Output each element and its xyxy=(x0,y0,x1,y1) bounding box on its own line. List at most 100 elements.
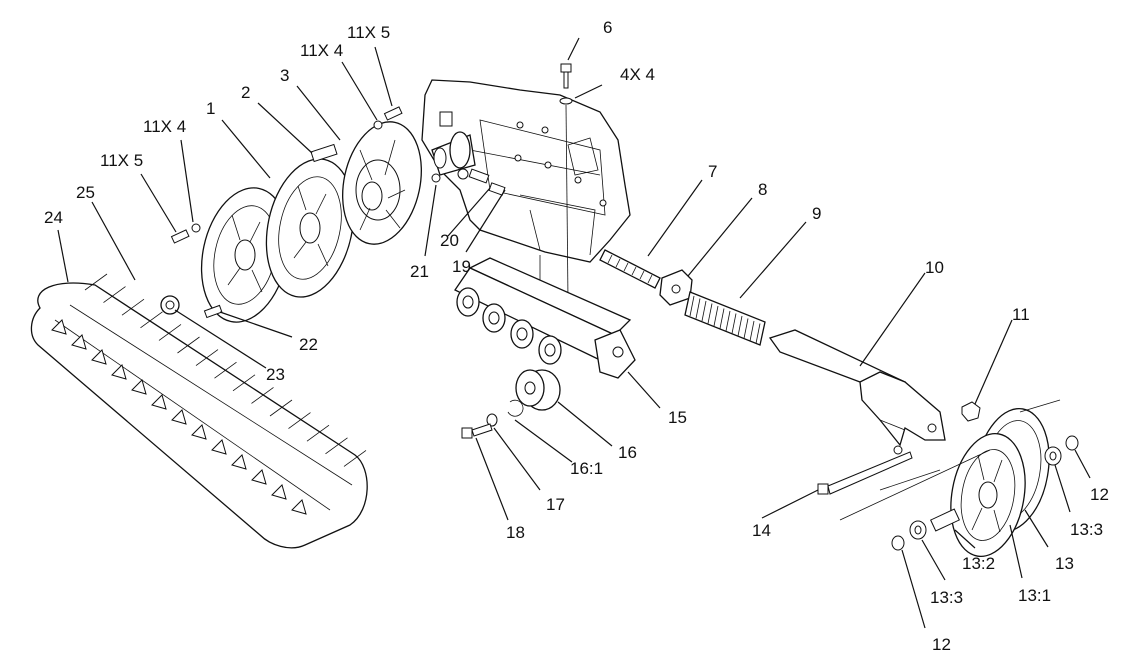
track-lug xyxy=(71,334,87,350)
qty-11x5-left: 11X 5 xyxy=(100,151,143,170)
callout-17: 17 xyxy=(546,495,565,514)
spring-coil xyxy=(731,313,737,334)
track-tread xyxy=(288,412,311,429)
callout-8: 8 xyxy=(758,180,767,199)
hub-bolts xyxy=(160,106,441,319)
callout-11: 11 xyxy=(1012,305,1030,324)
bogie-wheel-hub xyxy=(516,327,528,341)
callout-13-1: 13:1 xyxy=(1018,586,1051,605)
track-tread xyxy=(214,361,237,379)
callout-20: 20 xyxy=(440,231,459,250)
spring-coil xyxy=(737,315,743,337)
track-tread xyxy=(306,424,330,442)
callout-13: 13 xyxy=(1055,554,1074,573)
block-nut xyxy=(659,269,693,306)
idler-wheel-front xyxy=(950,432,1026,558)
spring-coil xyxy=(689,295,695,317)
callout-13-3-right: 13:3 xyxy=(1070,520,1103,539)
callout-13-2: 13:2 xyxy=(962,554,995,573)
callout-9: 9 xyxy=(812,204,821,223)
track-tread xyxy=(269,399,293,417)
spacer-pin xyxy=(310,143,338,163)
bolt-14 xyxy=(817,451,913,495)
spring-coil xyxy=(749,320,755,342)
spring-coil xyxy=(695,298,701,319)
spring-coil xyxy=(713,305,719,327)
bogie-carriage xyxy=(454,257,636,379)
callout-13-3-left: 13:3 xyxy=(930,588,963,607)
qty-4x4: 4X 4 xyxy=(620,65,655,84)
track-lug xyxy=(151,394,167,410)
qty-11x4-top: 11X 4 xyxy=(300,41,343,60)
callout-1: 1 xyxy=(206,99,215,118)
track-tread xyxy=(251,387,274,404)
callout-25: 25 xyxy=(76,183,95,202)
track-tread xyxy=(232,374,256,392)
track-lug xyxy=(131,379,147,395)
frame-housing xyxy=(421,79,631,263)
track-lug xyxy=(191,424,207,440)
bogie-wheel-hub xyxy=(488,311,500,325)
spring-coil xyxy=(755,323,761,344)
spring-coil xyxy=(743,318,749,339)
track-tread xyxy=(325,437,348,455)
roller-hardware xyxy=(461,399,524,439)
callout-24: 24 xyxy=(44,208,63,227)
idler-hardware xyxy=(891,435,1079,551)
callout-12-left: 12 xyxy=(932,635,951,654)
callout-3: 3 xyxy=(280,66,289,85)
track-tread xyxy=(195,349,219,366)
callout-21: 21 xyxy=(410,262,429,281)
callout-18: 18 xyxy=(506,523,525,542)
callout-15: 15 xyxy=(668,408,687,427)
tension-spring xyxy=(684,291,766,346)
drive-hub xyxy=(342,121,422,245)
qty-11x5-top: 11X 5 xyxy=(347,23,390,42)
callout-7: 7 xyxy=(708,162,717,181)
rubber-track xyxy=(30,273,368,549)
track-lug xyxy=(231,454,247,470)
track-lug xyxy=(91,349,107,365)
track-tread xyxy=(343,450,367,467)
callout-6: 6 xyxy=(603,18,612,37)
callout-16-1: 16:1 xyxy=(570,459,603,478)
track-lug xyxy=(291,499,307,515)
track-lug xyxy=(171,409,187,425)
bolt-6 xyxy=(559,63,573,301)
callout-14: 14 xyxy=(752,521,771,540)
bogie-wheel-hub xyxy=(462,295,474,309)
track-lug xyxy=(211,439,227,455)
track-lug xyxy=(111,364,127,380)
callout-10: 10 xyxy=(925,258,944,277)
spring-coil xyxy=(707,303,713,324)
spring-coil xyxy=(725,310,731,332)
qty-11x4-left: 11X 4 xyxy=(143,117,186,136)
track-tread xyxy=(158,324,182,341)
track-lug xyxy=(51,319,67,335)
track-lug xyxy=(271,484,287,500)
roller-wheel xyxy=(515,369,561,411)
motor-shaft xyxy=(431,111,506,196)
callout-2: 2 xyxy=(241,83,250,102)
spring-coil xyxy=(701,300,707,322)
track-tread xyxy=(84,273,108,291)
track-lug xyxy=(251,469,267,485)
nut-11 xyxy=(961,401,981,422)
tension-screw xyxy=(599,249,661,289)
callout-23: 23 xyxy=(266,365,285,384)
tension-arm xyxy=(768,329,946,455)
track-tread xyxy=(103,286,126,303)
track-tread xyxy=(121,298,145,316)
callout-16: 16 xyxy=(618,443,637,462)
callout-22: 22 xyxy=(299,335,318,354)
callout-labels: 1 2 3 11X 4 11X 5 6 4X 4 7 8 9 10 11 12 … xyxy=(44,18,1109,654)
sprocket-plate-inner xyxy=(265,158,355,298)
track-tread xyxy=(140,311,163,329)
spring-coil xyxy=(719,308,725,329)
callout-19: 19 xyxy=(452,257,471,276)
leader-lines xyxy=(57,37,1091,629)
bogie-wheel-hub xyxy=(544,343,556,357)
callout-12-right: 12 xyxy=(1090,485,1109,504)
track-tread xyxy=(177,336,200,354)
